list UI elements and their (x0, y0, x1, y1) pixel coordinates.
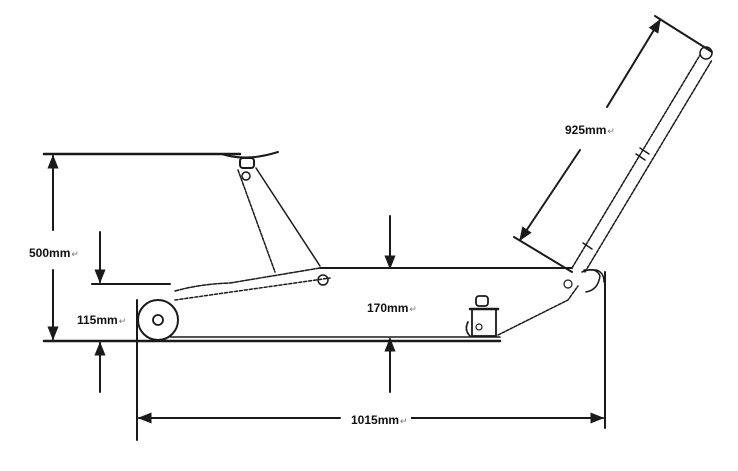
label-500mm: 500mm↵ (26, 244, 82, 263)
return-mark-icon: ↵ (607, 126, 615, 136)
label-170mm: 170mm↵ (364, 299, 420, 318)
lift-arm (237, 167, 321, 273)
jack-saddle (221, 151, 279, 181)
front-wheel (137, 299, 179, 341)
jack-frame (174, 267, 605, 336)
jack-handle (571, 46, 713, 273)
return-mark-icon: ↵ (118, 316, 127, 326)
return-mark-icon: ↵ (409, 304, 417, 314)
label-115mm: 115mm↵ (74, 311, 130, 330)
pump-unit (465, 295, 500, 337)
dimension-925mm (513, 15, 713, 273)
label-1015mm: 1015mm↵ (348, 411, 411, 430)
ground-line (42, 336, 502, 343)
return-mark-icon: ↵ (71, 249, 79, 259)
dimension-1015mm (136, 271, 606, 441)
dimension-115mm (91, 231, 171, 393)
return-mark-icon: ↵ (400, 416, 408, 426)
label-925mm: 925mm↵ (562, 121, 618, 140)
dimension-500mm (42, 152, 242, 341)
